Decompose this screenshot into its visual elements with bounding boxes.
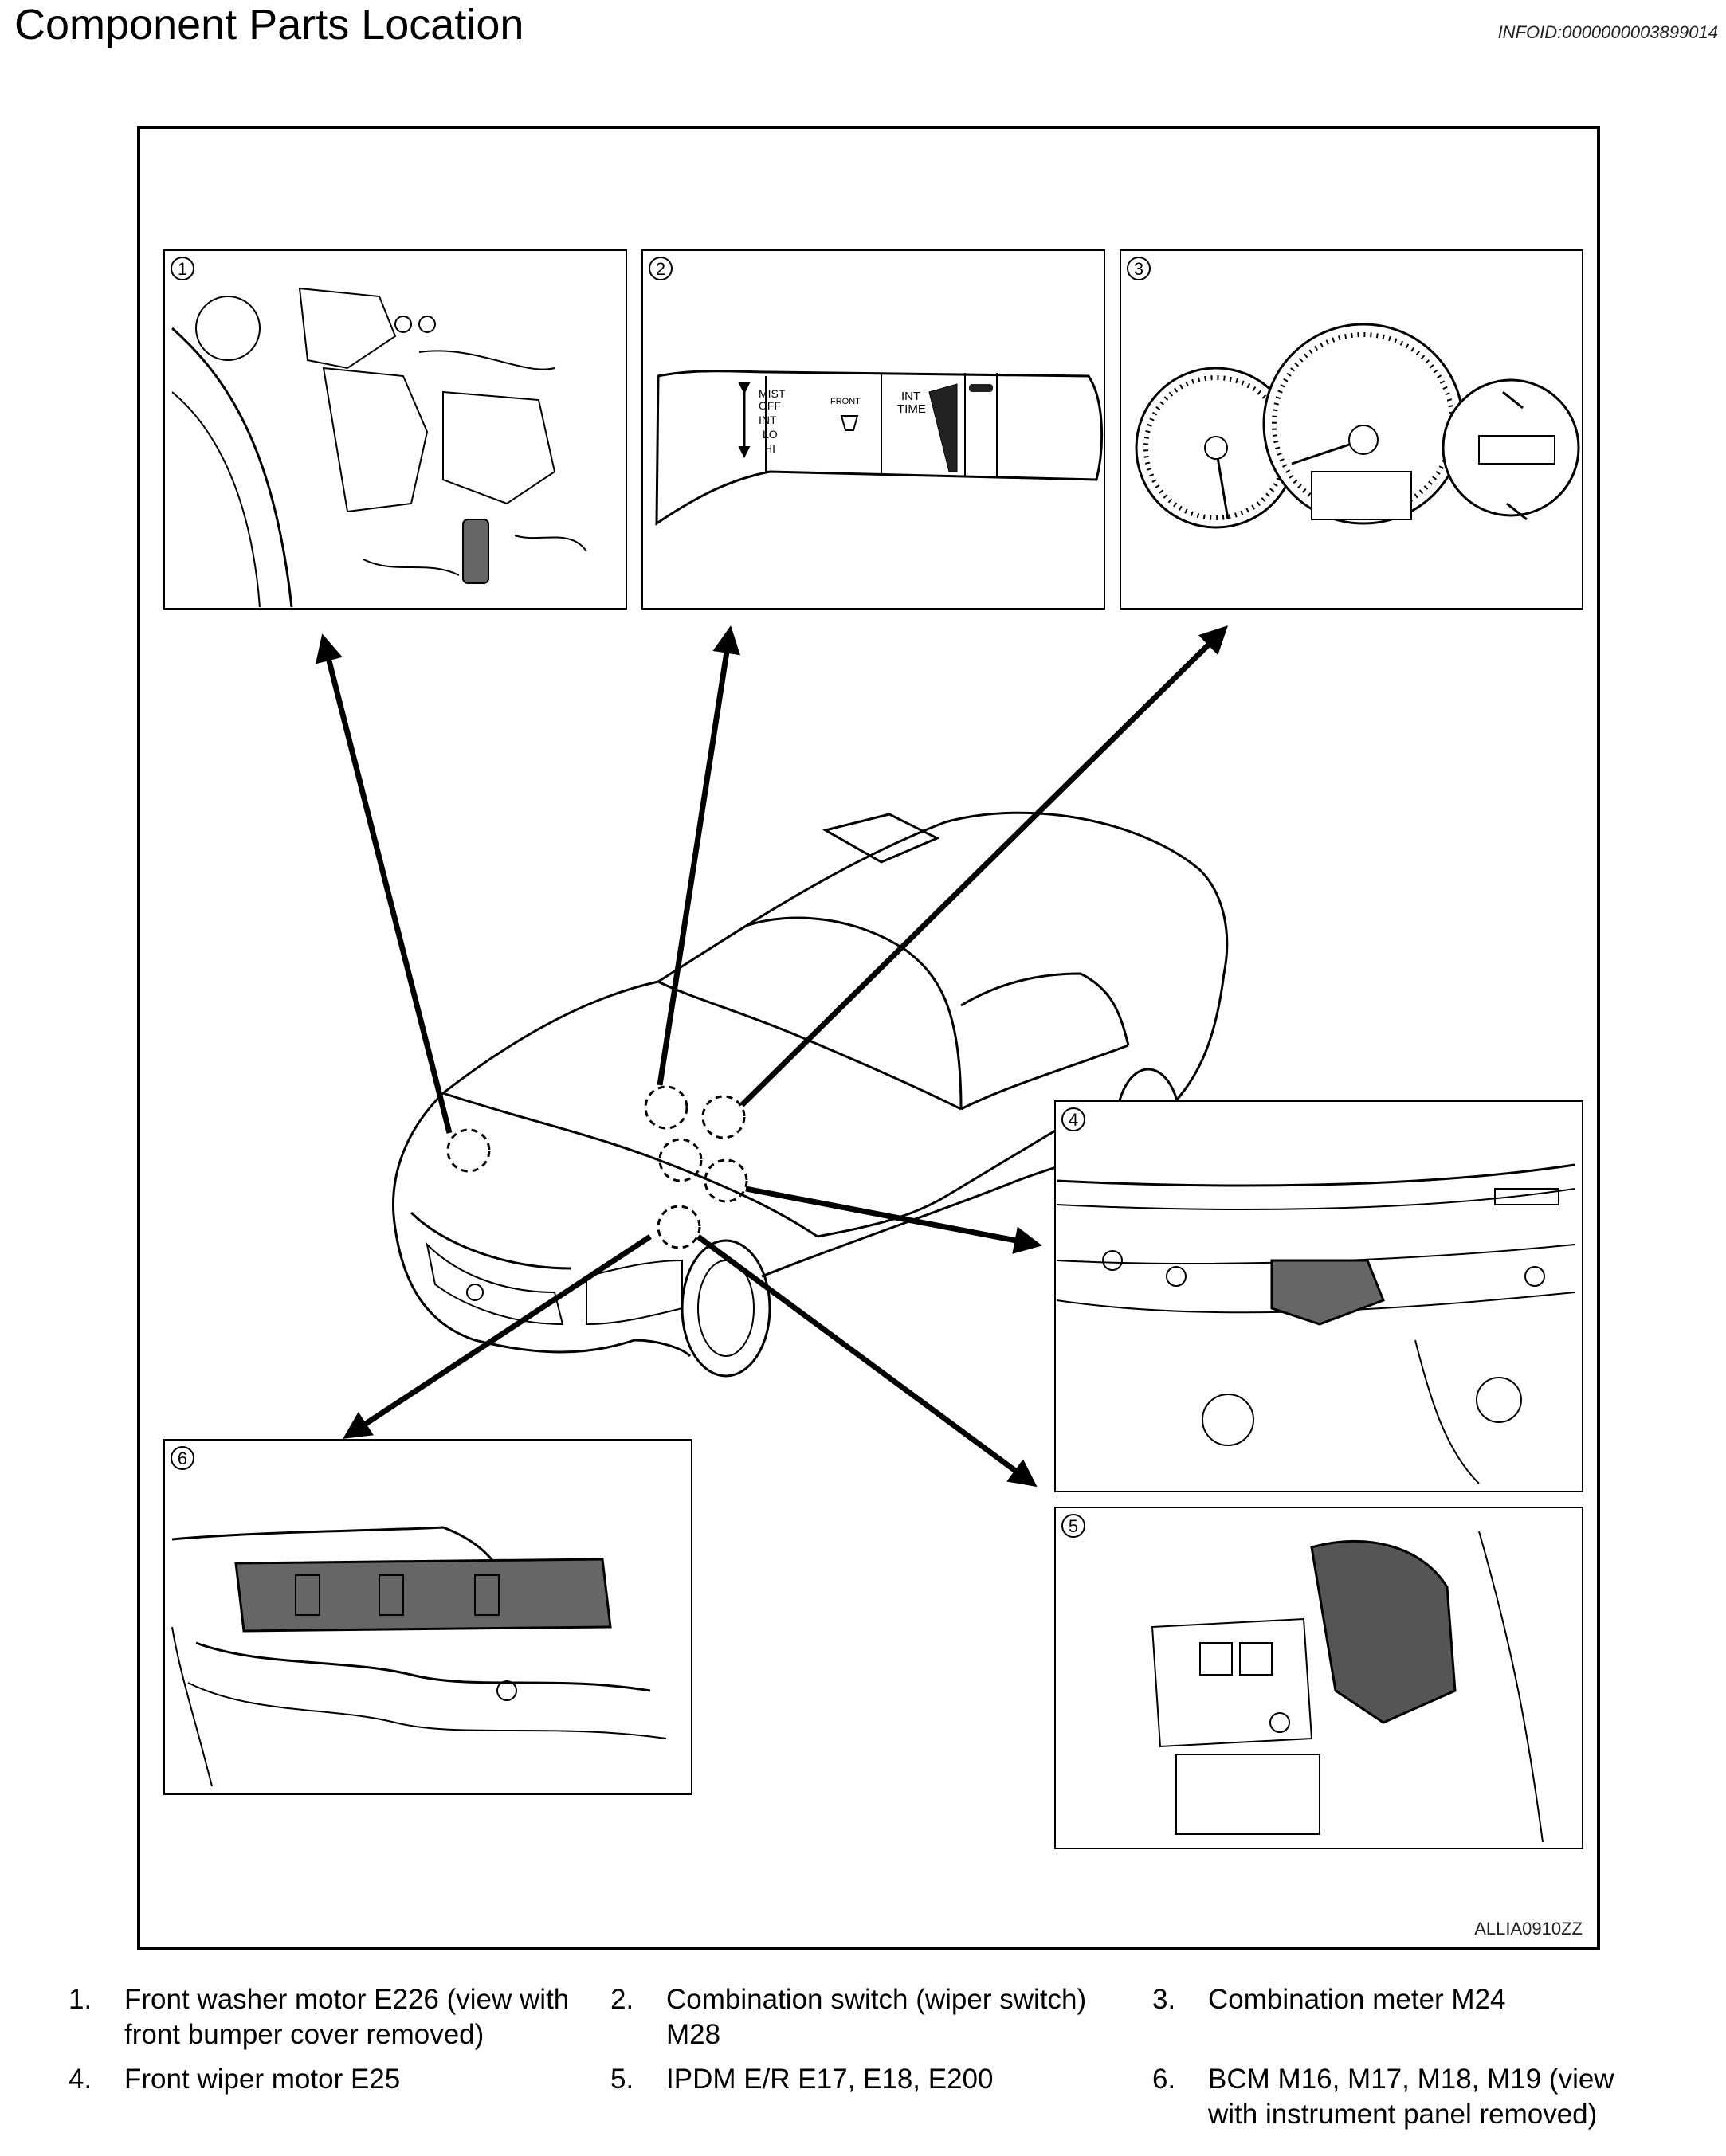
svg-text:5: 5: [1069, 1516, 1078, 1536]
component-location-figure: 1 2 MIST OFF: [137, 126, 1600, 1950]
panel-6-bcm: 6: [163, 1439, 692, 1795]
washer-motor-highlight: [462, 519, 489, 584]
location-markers: [446, 1085, 748, 1249]
page-title: Component Parts Location: [14, 1, 524, 49]
panel-5-ipdm: 5: [1054, 1507, 1583, 1849]
legend-text: Front washer motor E226 (view with front…: [124, 1984, 570, 2050]
legend-text: BCM M16, M17, M18, M19 (view with instru…: [1208, 2064, 1614, 2130]
legend-text: Front wiper motor E25: [124, 2064, 401, 2095]
panel-1-front-washer-motor: 1: [163, 249, 627, 610]
panel-number-circle: [171, 257, 194, 280]
legend-number: 4.: [69, 2064, 92, 2095]
legend: 1. Front washer motor E226 (view with fr…: [0, 1982, 1726, 2150]
leader-arrows: [315, 625, 1228, 1488]
legend-text: IPDM E/R E17, E18, E200: [666, 2064, 994, 2095]
legend-number: 2.: [610, 1984, 634, 2015]
svg-text:3: 3: [1134, 259, 1143, 279]
switch-position-labels: MIST OFF INT LO HI: [759, 387, 788, 455]
figure-drawing: 1 2 MIST OFF: [163, 249, 1583, 1849]
figure-code: ALLIA0910ZZ: [1474, 1919, 1583, 1938]
panel-3-combination-meter: 3: [1120, 249, 1583, 610]
panel-number: 1: [178, 259, 187, 279]
info-id: INFOID:0000000003899014: [1497, 22, 1718, 42]
front-label: FRONT: [830, 397, 861, 406]
ipdm-highlight: [1310, 1539, 1457, 1724]
legend-text: Combination meter M24: [1208, 1984, 1506, 2015]
legend-number: 1.: [69, 1984, 92, 2015]
svg-text:2: 2: [656, 259, 665, 279]
switch-stalk: [655, 370, 1104, 526]
wiper-motor-highlight: [1270, 1259, 1385, 1326]
panel-4-front-wiper-motor: 4: [1054, 1100, 1583, 1492]
legend-number: 5.: [610, 2064, 634, 2095]
legend-number: 6.: [1152, 2064, 1176, 2095]
svg-text:6: 6: [178, 1448, 187, 1468]
legend-text: Combination switch (wiper switch) M28: [666, 1984, 1087, 2050]
svg-text:4: 4: [1069, 1110, 1078, 1130]
bcm-highlight: [234, 1558, 612, 1633]
legend-number: 3.: [1152, 1984, 1176, 2015]
car-illustration: [392, 811, 1229, 1378]
